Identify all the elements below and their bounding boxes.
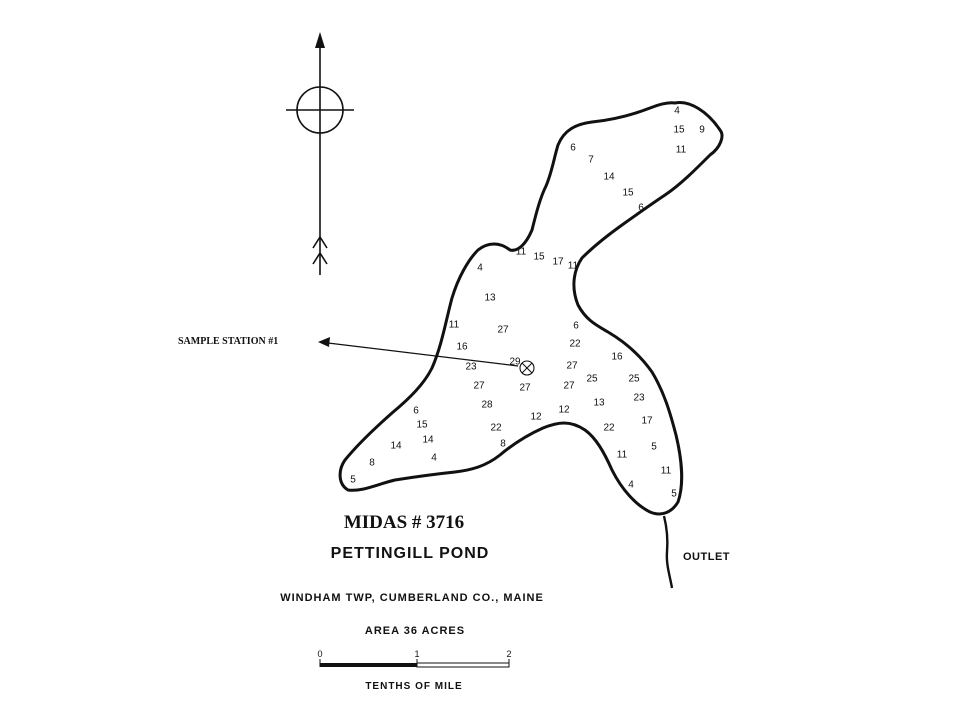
depth-sounding: 12 bbox=[530, 412, 542, 423]
depth-sounding: 13 bbox=[484, 293, 496, 304]
depth-sounding: 23 bbox=[633, 393, 645, 404]
depth-sounding: 17 bbox=[552, 257, 564, 268]
depth-sounding: 4 bbox=[431, 453, 437, 464]
depth-sounding: 6 bbox=[413, 406, 419, 417]
depth-sounding: 5 bbox=[671, 489, 677, 500]
pond-shoreline bbox=[338, 101, 724, 516]
scale-label: TENTHS OF MILE bbox=[365, 681, 462, 692]
depth-soundings: 4 15 9 11 6 7 14 15 6 11 15 17 11 4 13 1… bbox=[350, 106, 705, 500]
location-text: WINDHAM TWP, CUMBERLAND CO., MAINE bbox=[280, 592, 544, 604]
scale-bar bbox=[319, 659, 510, 668]
depth-sounding: 8 bbox=[369, 458, 375, 469]
sample-station-pointer bbox=[327, 342, 519, 367]
area-text: AREA 36 ACRES bbox=[365, 625, 465, 637]
depth-sounding: 15 bbox=[622, 188, 634, 199]
depth-sounding: 7 bbox=[588, 155, 594, 166]
depth-sounding: 11 bbox=[617, 450, 628, 461]
depth-sounding: 22 bbox=[490, 423, 502, 434]
depth-sounding: 25 bbox=[586, 374, 598, 385]
depth-sounding: 22 bbox=[603, 423, 615, 434]
depth-sounding: 4 bbox=[477, 263, 483, 274]
circle-x-icon bbox=[519, 360, 535, 376]
depth-sounding: 14 bbox=[390, 441, 402, 452]
scale-tick-2: 2 bbox=[506, 649, 511, 659]
depth-sounding: 12 bbox=[558, 405, 570, 416]
depth-sounding: 27 bbox=[473, 381, 485, 392]
depth-sounding: 22 bbox=[569, 339, 581, 350]
pond-name: PETTINGILL POND bbox=[331, 545, 490, 562]
depth-sounding: 5 bbox=[651, 442, 657, 453]
depth-sounding: 5 bbox=[350, 475, 356, 486]
depth-sounding: 15 bbox=[533, 252, 545, 263]
depth-sounding: 6 bbox=[570, 143, 576, 154]
depth-sounding: 14 bbox=[422, 435, 434, 446]
sample-station-label: SAMPLE STATION #1 bbox=[178, 336, 278, 347]
depth-sounding: 27 bbox=[519, 383, 531, 394]
depth-sounding: 8 bbox=[500, 439, 506, 450]
depth-sounding: 16 bbox=[456, 342, 468, 353]
depth-sounding: 15 bbox=[673, 125, 685, 136]
outlet-stream bbox=[662, 515, 674, 589]
depth-sounding: 6 bbox=[638, 203, 644, 214]
depth-sounding: 9 bbox=[699, 125, 705, 136]
depth-sounding: 11 bbox=[661, 466, 672, 477]
depth-sounding: 27 bbox=[566, 361, 578, 372]
depth-sounding: 4 bbox=[674, 106, 680, 117]
midas-title: MIDAS # 3716 bbox=[344, 512, 464, 533]
depth-sounding: 11 bbox=[568, 261, 579, 272]
scale-tick-0: 0 bbox=[317, 649, 322, 659]
depth-sounding: 11 bbox=[449, 320, 460, 331]
sample-station-arrowhead bbox=[318, 337, 330, 347]
depth-sounding: 11 bbox=[676, 145, 687, 156]
depth-sounding: 15 bbox=[416, 420, 428, 431]
depth-sounding: 23 bbox=[465, 362, 477, 373]
depth-sounding: 29 bbox=[509, 357, 521, 368]
depth-sounding: 4 bbox=[628, 480, 634, 491]
depth-sounding: 11 bbox=[516, 247, 527, 258]
depth-sounding: 27 bbox=[563, 381, 575, 392]
depth-sounding: 27 bbox=[497, 325, 509, 336]
north-arrow-icon bbox=[286, 32, 354, 275]
depth-sounding: 13 bbox=[593, 398, 605, 409]
depth-sounding: 28 bbox=[481, 400, 493, 411]
outlet-label: OUTLET bbox=[683, 551, 730, 563]
depth-sounding: 14 bbox=[603, 172, 615, 183]
depth-sounding: 25 bbox=[628, 374, 640, 385]
depth-sounding: 16 bbox=[611, 352, 623, 363]
scale-tick-1: 1 bbox=[414, 649, 419, 659]
depth-sounding: 17 bbox=[641, 416, 653, 427]
depth-sounding: 6 bbox=[573, 321, 579, 332]
